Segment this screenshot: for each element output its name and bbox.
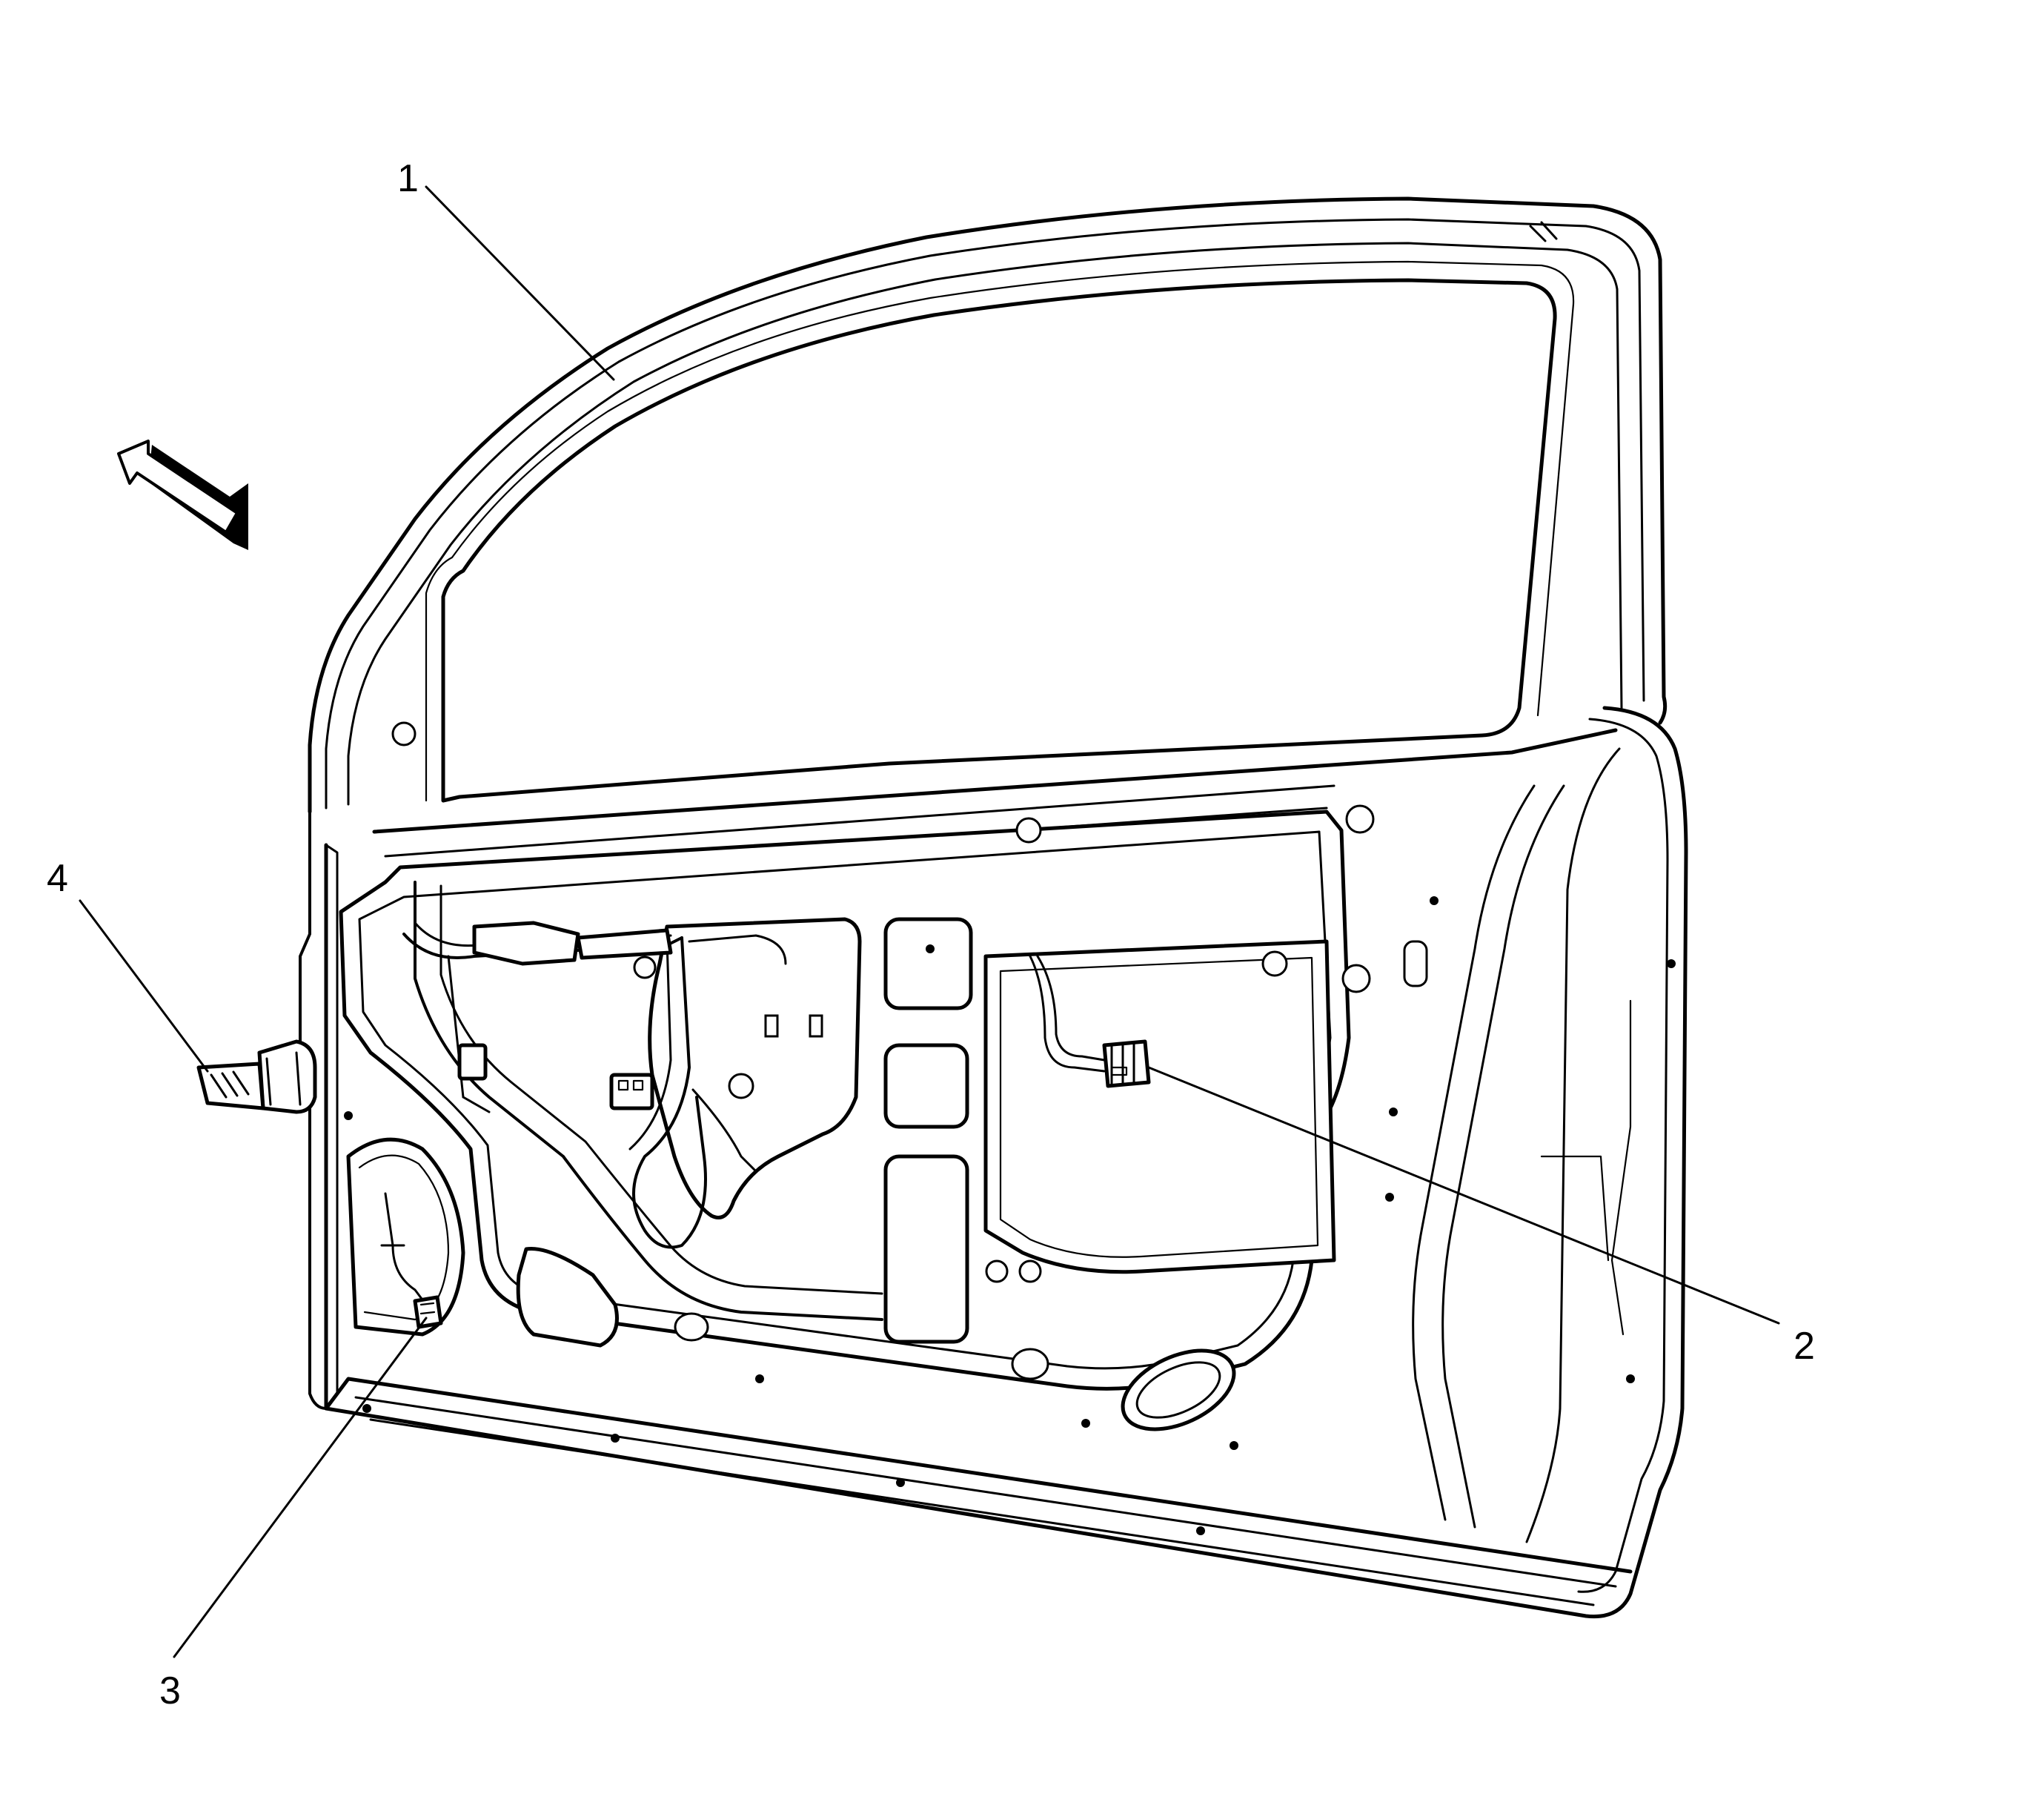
component-4-connector [196, 1039, 317, 1114]
direction-arrow-icon [117, 440, 248, 550]
callout-4-label: 4 [47, 857, 68, 900]
callout-3-label: 3 [159, 1669, 181, 1712]
door-frame [308, 196, 1668, 814]
component-2-connector [1102, 1039, 1151, 1088]
leader-line-2 [1147, 1066, 1780, 1325]
leader-lines [79, 185, 1780, 1658]
component-3-connector [413, 1295, 443, 1329]
callout-2-label: 2 [1794, 1325, 1815, 1368]
callout-1-label: 1 [397, 157, 419, 200]
wiring-harness [380, 921, 1106, 1306]
leader-line-4 [79, 899, 209, 1073]
door-inner-structure [344, 721, 1676, 1535]
leader-line-3 [173, 1317, 428, 1658]
callouts: 1 2 3 4 [47, 157, 1815, 1712]
leader-line-1 [425, 185, 615, 381]
